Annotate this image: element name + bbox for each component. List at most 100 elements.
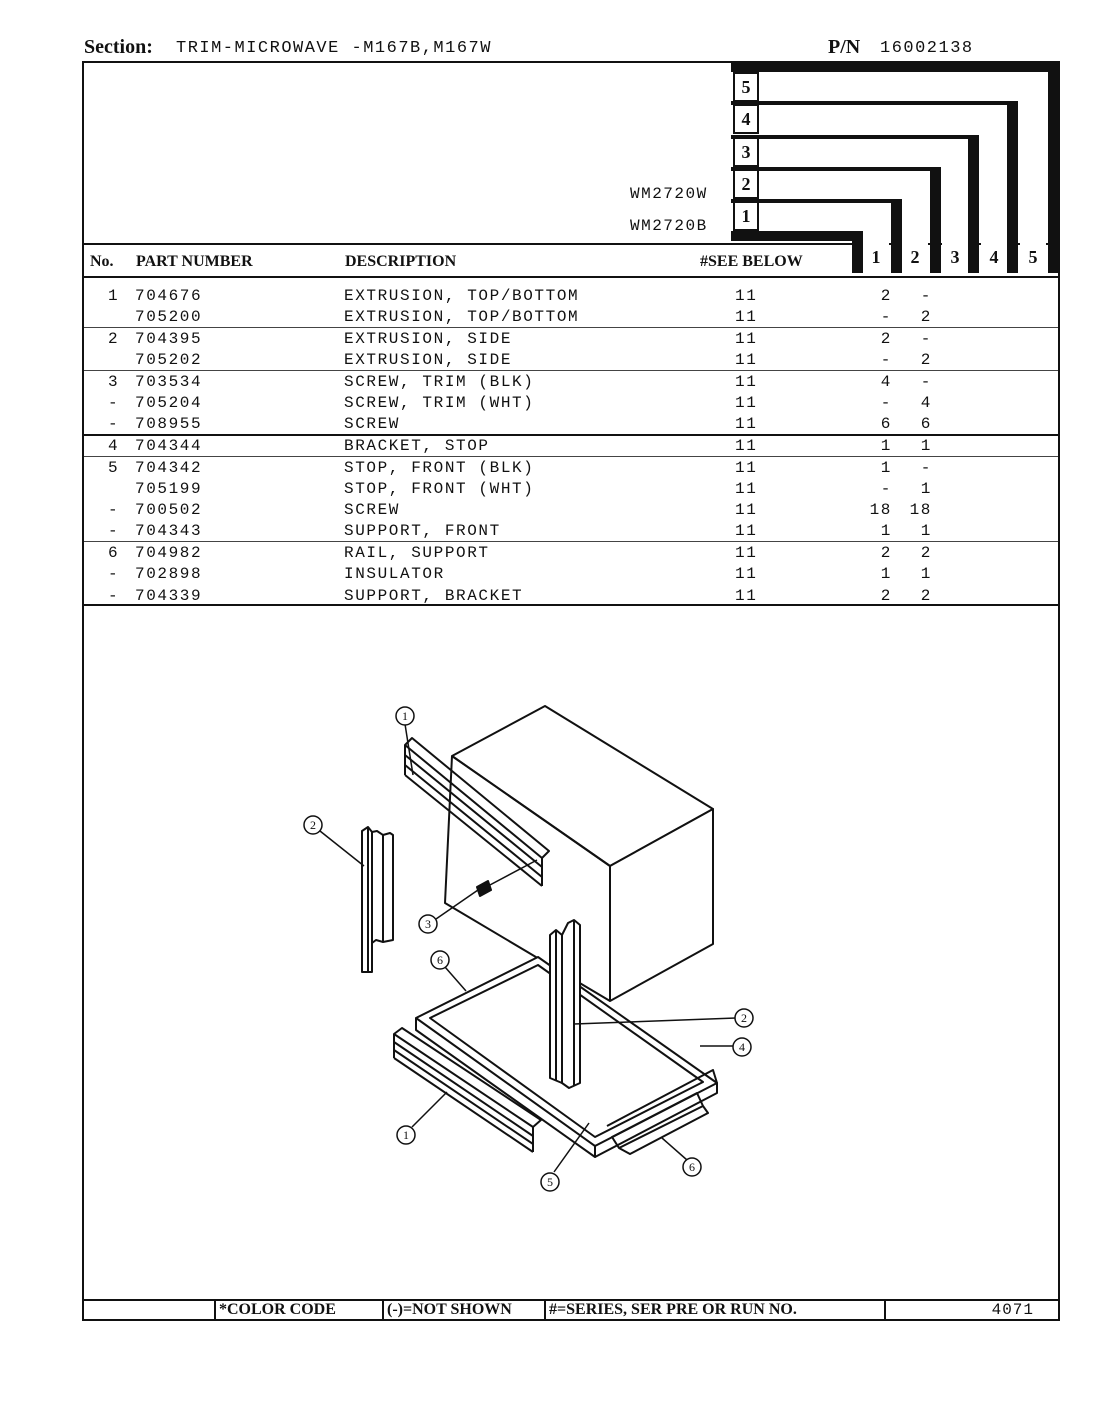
section-label: Section: xyxy=(84,36,153,58)
callout-label: 4 xyxy=(739,1040,745,1054)
step-bar-4 xyxy=(731,101,1018,105)
row-qty-1: 6 xyxy=(880,415,892,433)
row-description: SCREW, TRIM (BLK) xyxy=(344,373,535,391)
row-qty-2: 1 xyxy=(920,480,932,498)
row-qty-1: 4 xyxy=(880,373,892,391)
row-no: 6 xyxy=(108,544,120,562)
row-description: SCREW xyxy=(344,415,401,433)
row-description: EXTRUSION, SIDE xyxy=(344,351,513,369)
row-qty-1: 2 xyxy=(880,587,892,605)
table-bottom-rule xyxy=(84,604,1058,606)
header-rule xyxy=(84,276,1058,278)
row-description: SCREW, TRIM (WHT) xyxy=(344,394,535,412)
callout-2: 2 xyxy=(734,1008,754,1028)
row-qty-2: 18 xyxy=(909,501,932,519)
row-description: SCREW xyxy=(344,501,401,519)
row-qty-1: 2 xyxy=(880,287,892,305)
step-leg-1 xyxy=(891,199,902,273)
callout-2: 2 xyxy=(303,815,323,835)
table-row: 4 704344 BRACKET, STOP 11 1 1 xyxy=(84,437,1058,458)
row-qty-2: 6 xyxy=(920,415,932,433)
row-qty-2: 1 xyxy=(920,522,932,540)
col-see-below: #SEE BELOW xyxy=(700,253,803,270)
table-row: 2 704395 EXTRUSION, SIDE 11 2 - xyxy=(84,330,1058,351)
row-qty-1: 2 xyxy=(880,330,892,348)
callout-label: 2 xyxy=(310,818,316,832)
leader-line xyxy=(573,1017,737,1025)
row-qty-2: - xyxy=(920,330,932,348)
row-qty-2: 2 xyxy=(920,308,932,326)
row-no: - xyxy=(108,522,120,540)
row-part-number: 702898 xyxy=(135,565,203,583)
qty-col-3: 3 xyxy=(942,243,968,273)
row-see: 11 xyxy=(735,565,758,583)
top-extrusion xyxy=(404,737,550,887)
row-qty-2: 1 xyxy=(920,565,932,583)
row-see: 11 xyxy=(735,308,758,326)
row-qty-1: 2 xyxy=(880,544,892,562)
callout-label: 3 xyxy=(425,917,431,931)
pn-value: 16002138 xyxy=(880,39,974,58)
row-no: 2 xyxy=(108,330,120,348)
row-part-number: 704344 xyxy=(135,437,203,455)
step-number-2: 2 xyxy=(733,169,759,199)
row-part-number: 705200 xyxy=(135,308,203,326)
row-qty-2: 1 xyxy=(920,437,932,455)
row-part-number: 704339 xyxy=(135,587,203,605)
row-see: 11 xyxy=(735,394,758,412)
step-leg-4 xyxy=(1007,101,1018,273)
col-part-number: PART NUMBER xyxy=(136,253,253,270)
table-row: 1 704676 EXTRUSION, TOP/BOTTOM 11 2 - xyxy=(84,287,1058,308)
row-qty-1: 1 xyxy=(880,522,892,540)
row-qty-1: 1 xyxy=(880,437,892,455)
row-qty-2: 2 xyxy=(920,544,932,562)
page-frame xyxy=(82,61,1060,1321)
leader-line xyxy=(553,1122,590,1173)
row-no: - xyxy=(108,501,120,519)
step-leg-0 xyxy=(852,231,863,273)
left-side-extrusion xyxy=(361,826,394,973)
callout-label: 2 xyxy=(741,1011,747,1025)
row-see: 11 xyxy=(735,544,758,562)
qty-col-5: 5 xyxy=(1020,243,1046,273)
pn-label: P/N xyxy=(828,36,861,58)
row-part-number: 704676 xyxy=(135,287,203,305)
row-qty-1: - xyxy=(880,351,892,369)
row-no: 1 xyxy=(108,287,120,305)
callout-label: 6 xyxy=(437,953,443,967)
table-row: - 704339 SUPPORT, BRACKET 11 2 2 xyxy=(84,587,1058,608)
table-row: 705202 EXTRUSION, SIDE 11 - 2 xyxy=(84,351,1058,372)
col-no: No. xyxy=(90,253,114,270)
row-no: - xyxy=(108,587,120,605)
step-bar-5 xyxy=(731,61,1060,72)
step-bar-3 xyxy=(731,135,979,139)
row-part-number: 700502 xyxy=(135,501,203,519)
table-row: 705200 EXTRUSION, TOP/BOTTOM 11 - 2 xyxy=(84,308,1058,329)
screw-part xyxy=(476,859,538,897)
leader-line xyxy=(444,966,467,992)
table-row: 705199 STOP, FRONT (WHT) 11 - 1 xyxy=(84,480,1058,501)
row-see: 11 xyxy=(735,522,758,540)
model-name: WM2720W xyxy=(630,185,708,203)
leader-line xyxy=(435,889,479,920)
step-bar-0 xyxy=(731,231,862,241)
group-rule xyxy=(84,370,1058,371)
microwave-box xyxy=(444,705,714,1002)
row-no: 4 xyxy=(108,437,120,455)
row-part-number: 705202 xyxy=(135,351,203,369)
row-qty-1: 18 xyxy=(869,501,892,519)
callout-label: 6 xyxy=(689,1160,695,1174)
callout-label: 1 xyxy=(402,709,408,723)
row-see: 11 xyxy=(735,587,758,605)
leader-line xyxy=(319,830,365,867)
table-row: - 708955 SCREW 11 6 6 xyxy=(84,415,1058,436)
bottom-extrusion xyxy=(393,1027,542,1153)
row-no: - xyxy=(108,565,120,583)
row-description: SUPPORT, BRACKET xyxy=(344,587,524,605)
row-no: 5 xyxy=(108,459,120,477)
row-qty-2: 2 xyxy=(920,351,932,369)
step-bar-1 xyxy=(731,199,902,203)
step-bar-2 xyxy=(731,167,941,171)
step-leg-2 xyxy=(930,167,941,273)
row-qty-2: - xyxy=(920,459,932,477)
